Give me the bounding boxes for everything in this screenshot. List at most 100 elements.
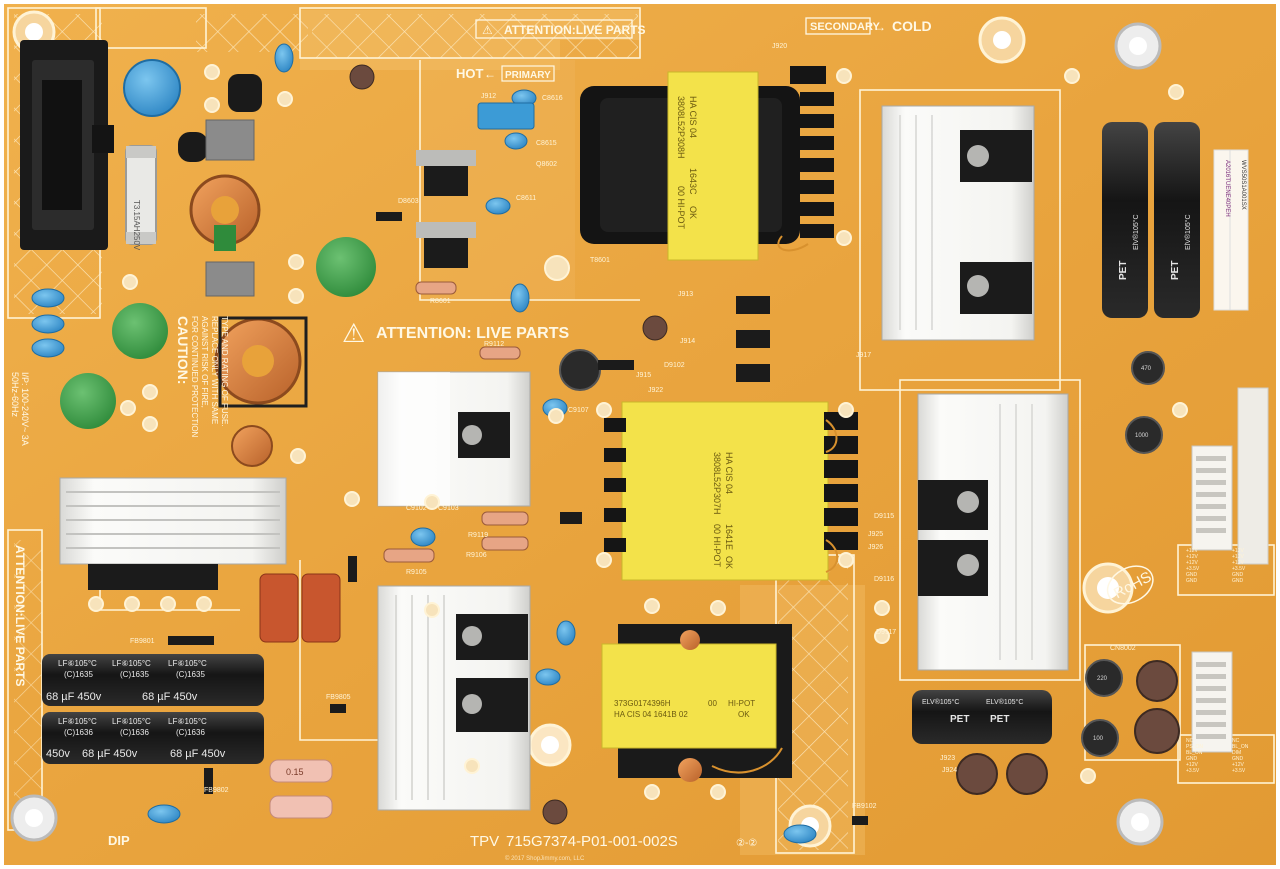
caution-line-4: TYPE AND RATING OF FUSE. xyxy=(220,316,229,427)
varistor-green-2 xyxy=(112,303,168,359)
attention-label-top: ATTENTION:LIVE PARTS xyxy=(504,23,646,37)
t9101-line-5: OK xyxy=(724,556,734,569)
sticker-line-1: A2016TUENE40PEH xyxy=(1224,160,1230,217)
component-markings: T3.15AH250V LF⑥105°C LF⑥105°C LF⑥105°C (… xyxy=(46,96,1246,777)
secondary-capacitor-c8620 xyxy=(1154,122,1200,318)
t8601-line-3: 1643C xyxy=(688,168,698,195)
x-cap-cx9903 xyxy=(205,261,255,297)
ref-c8616: C8616 xyxy=(542,95,563,102)
t9101-line-1: 3808L52P307H xyxy=(712,452,722,515)
fuse-f9901 xyxy=(125,145,157,245)
cap2-label-3: LF⑥105°C xyxy=(168,717,207,726)
pin-bot-r-6: DIM xyxy=(1232,750,1241,756)
arrow-right-icon: → xyxy=(874,20,886,34)
caution-line-1: FOR CONTINUED PROTECTION xyxy=(190,316,199,438)
ref-r8601: R8601 xyxy=(430,298,451,305)
ref-d9116: D9116 xyxy=(874,576,894,583)
ref-r9112: R9112 xyxy=(484,341,504,348)
pin-bot-l-6: BL_ON xyxy=(1186,750,1203,756)
barcode-sticker xyxy=(1213,149,1249,311)
mosfet-q8602 xyxy=(416,150,476,196)
resistor-value-label: 0.15 xyxy=(286,767,304,777)
ref-r9119: R9119 xyxy=(468,532,488,539)
part-number: 715G7374-P01-001-002S xyxy=(506,833,678,850)
pin-top-l-3: +3.5V xyxy=(1186,566,1200,572)
hatch-area-bottom-left xyxy=(14,540,42,810)
sec-cap-label-3: ELV®105°C xyxy=(922,698,959,706)
t8601-line-1: 3808L52P308H xyxy=(676,96,686,159)
inductor-small xyxy=(231,425,273,467)
ref-j924: J924 xyxy=(942,767,957,774)
mosfet-q8601 xyxy=(416,222,476,268)
pet-label-4: PET xyxy=(990,714,1009,725)
mounting-hole-bottom-mid xyxy=(528,723,572,767)
ref-t8601: T8601 xyxy=(590,257,610,264)
t9101-line-2: HA CIS 04 xyxy=(724,452,734,494)
diodes xyxy=(168,212,868,825)
transformer-t8601 xyxy=(580,66,834,261)
cap1-code-3: (C)1635 xyxy=(176,670,205,679)
ref-j923: J923 xyxy=(940,755,955,762)
bulk-capacitor-1 xyxy=(42,654,264,706)
pin-top-l-5: GND xyxy=(1186,578,1198,584)
pet-label-2: PET xyxy=(1170,261,1181,280)
primary-label: PRIMARY xyxy=(505,70,551,81)
ref-j912: J912 xyxy=(481,93,496,100)
mounting-hole-top-right xyxy=(1114,22,1162,70)
ref-d8603: D8603 xyxy=(398,198,419,205)
ref-fb9805: FB9805 xyxy=(326,694,351,701)
tpv-label: TPV xyxy=(470,833,499,850)
ref-r9106: R9106 xyxy=(466,552,487,559)
ref-j914: J914 xyxy=(680,338,695,345)
resistor-r9809 xyxy=(269,795,333,819)
heatsink-secondary-1 xyxy=(881,105,1035,341)
heatsink-bridge xyxy=(59,477,287,590)
ref-fb9801: FB9801 xyxy=(130,638,155,645)
heatsink-primary-1 xyxy=(377,371,531,507)
attention-label-mid: ATTENTION: LIVE PARTS xyxy=(376,325,570,342)
sticker-line-2: WVS50S1A001SX xyxy=(1240,160,1246,210)
t8601-line-5: OK xyxy=(688,206,698,219)
t9101-line-3: 1641E xyxy=(724,524,734,550)
ic-chips xyxy=(598,296,770,382)
cap2-code-1: (C)1636 xyxy=(64,728,93,737)
ref-j915: J915 xyxy=(636,372,651,379)
pin-bot-r-0: +12V xyxy=(1232,762,1244,768)
film-cap-c9805 xyxy=(259,573,299,643)
ref-d9102: D9102 xyxy=(664,362,685,369)
output-connector-cn8001 xyxy=(1191,445,1233,551)
cap1-value-1: 68 µF 450v xyxy=(46,691,102,703)
ref-fb9802: FB9802 xyxy=(204,787,229,794)
hatch-area-top xyxy=(312,14,638,58)
ref-d9115: D9115 xyxy=(874,513,894,520)
cap2-value-short: 450v xyxy=(46,748,70,760)
pin-top-r-0: +12V xyxy=(1232,548,1244,554)
cap2-label-2: LF⑥105°C xyxy=(112,717,151,726)
frequency-label: 50Hz-60Hz xyxy=(10,372,20,418)
mounting-hole-bottom-right xyxy=(1116,798,1164,846)
axial-resistors xyxy=(383,281,529,563)
sec-cap-label-4: ELV®105°C xyxy=(986,698,1023,706)
ref-j925: J925 xyxy=(868,531,883,538)
pin-bot-l-7: PS_ON xyxy=(1186,744,1203,750)
resistor-r9808 xyxy=(269,759,333,783)
pin-top-r-5: GND xyxy=(1232,578,1244,584)
caution-line-2: AGAINST RISK OF FIRE, xyxy=(200,316,209,408)
ac-input-connector xyxy=(20,40,114,250)
test-pads xyxy=(88,64,1188,800)
cold-label: COLD xyxy=(892,18,932,34)
pin-bot-r-4: GND xyxy=(1232,756,1244,762)
small-cap-label-1: 470 xyxy=(1141,366,1152,372)
small-cap-label-4: 100 xyxy=(1093,736,1104,742)
bulk-capacitor-2 xyxy=(42,712,264,764)
cap2-code-2: (C)1636 xyxy=(120,728,149,737)
ref-fb9102: FB9102 xyxy=(852,803,877,810)
varistor-green-1 xyxy=(316,237,376,297)
small-cap-label-2: 1000 xyxy=(1135,433,1149,439)
film-cap-blue-c8617 xyxy=(477,102,535,130)
t8601-line-2: HA CIS 04 xyxy=(688,96,698,138)
silkscreen-text: ATTENTION:LIVE PARTS ⚠ SECONDARY → COLD … xyxy=(10,17,1154,862)
cap-black-small xyxy=(178,132,208,162)
cap1-label-3: LF⑥105°C xyxy=(168,659,207,668)
cap2-value-1: 68 µF 450v xyxy=(82,748,138,760)
